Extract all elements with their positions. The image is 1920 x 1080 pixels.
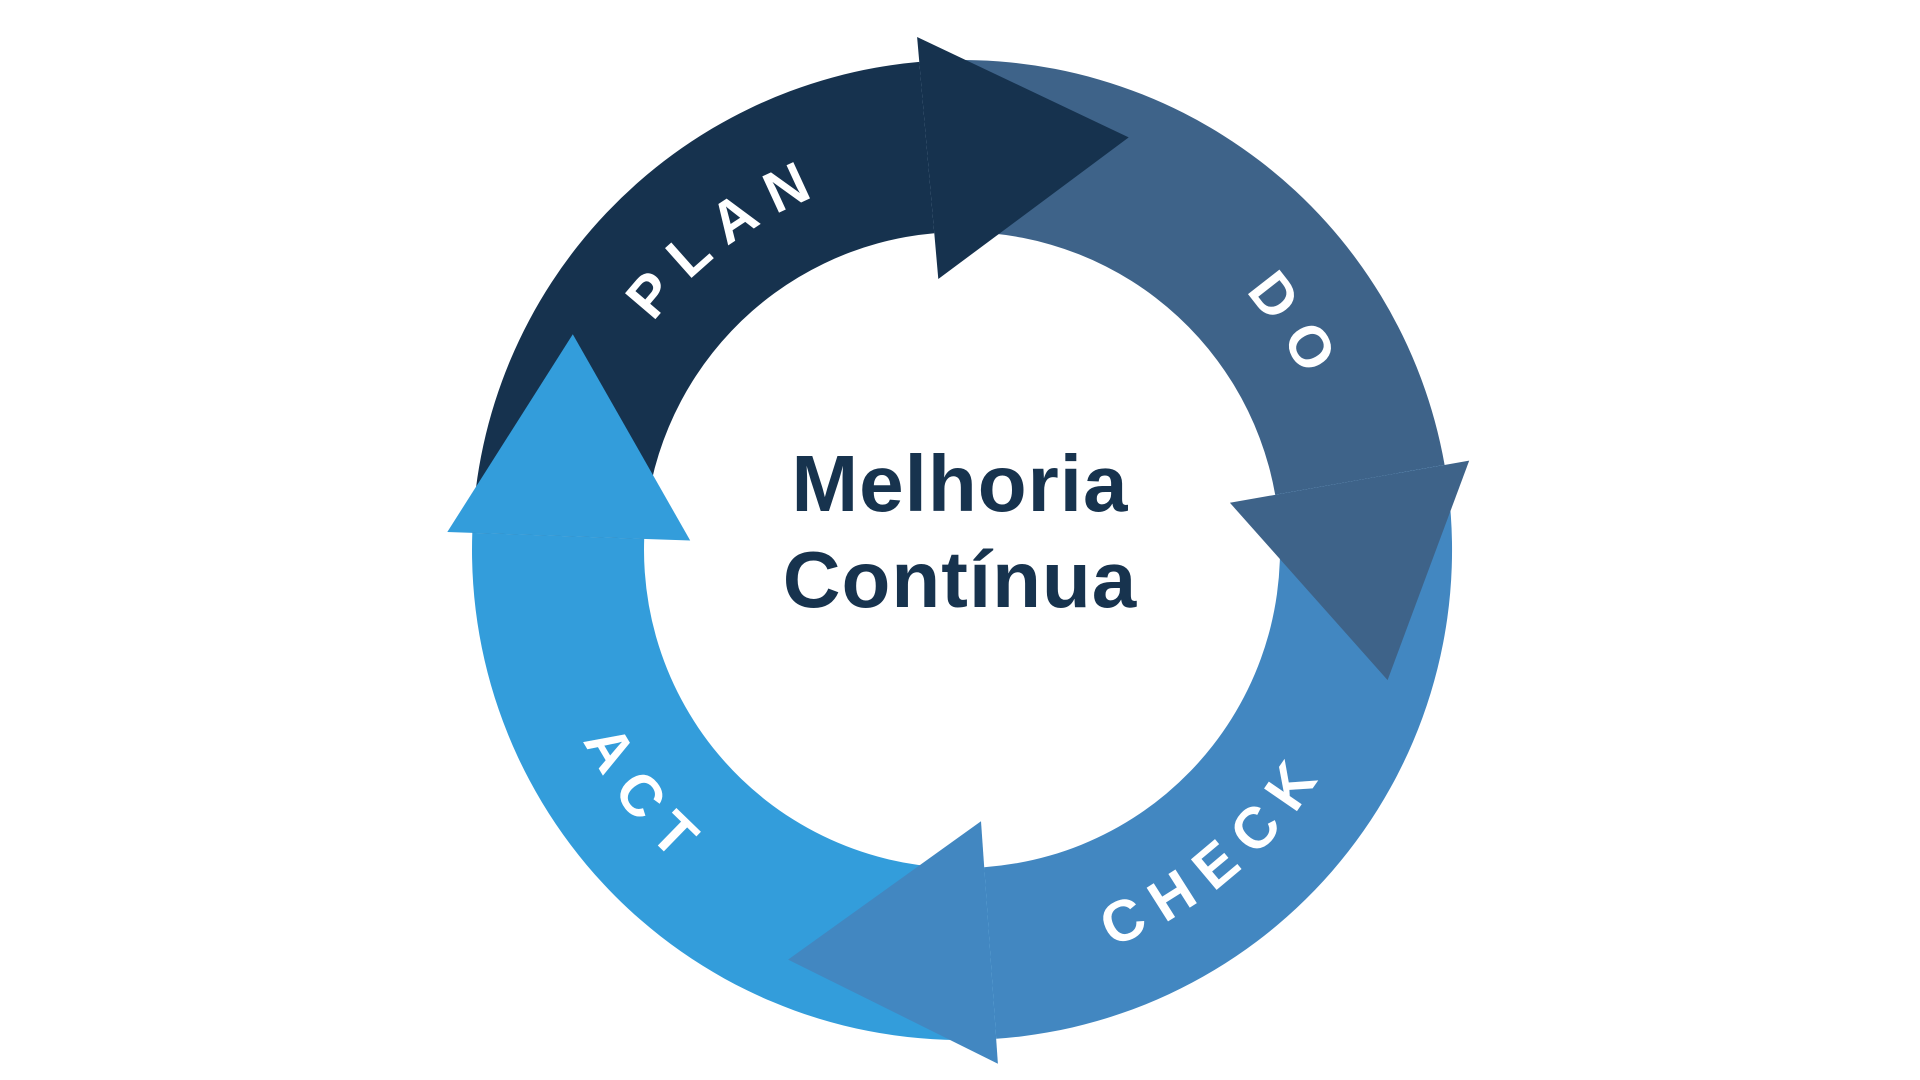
do-arrowhead (1229, 460, 1470, 681)
act-arrowhead (447, 334, 691, 541)
center-title-line2: Contínua (782, 535, 1138, 624)
center-title-line1: Melhoria (791, 439, 1129, 528)
check-arrowhead (788, 821, 998, 1064)
plan-arrowhead (917, 37, 1129, 279)
center-title: Melhoria Contínua (660, 436, 1260, 628)
